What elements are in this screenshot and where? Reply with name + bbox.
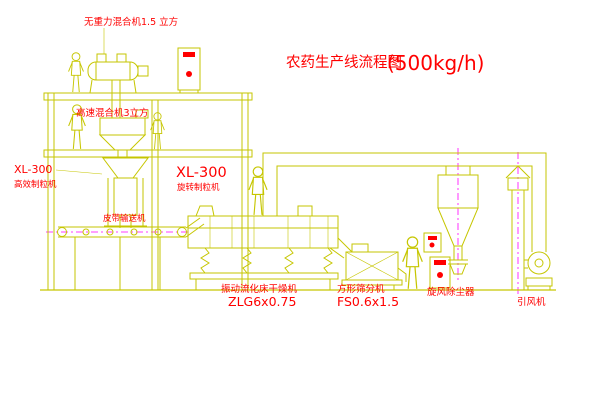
gravity-mixer	[87, 28, 149, 118]
label-granulator-left-model: XL-300	[14, 163, 52, 176]
high-speed-mixer	[98, 109, 149, 158]
cyclone	[437, 174, 479, 275]
operators	[68, 52, 423, 290]
indicator-dot	[429, 242, 435, 248]
panel-label-strip	[428, 236, 437, 240]
label-fan: 引风机	[517, 296, 546, 308]
label-granulator-left-name: 高效制粒机	[14, 179, 57, 190]
building-frame	[40, 92, 556, 291]
granulator	[55, 157, 149, 228]
fluid-bed-dryer	[187, 205, 353, 290]
label-granulator-right-name: 旋转制粒机	[177, 182, 220, 193]
square-sifter	[341, 243, 407, 290]
label-cyclone: 旋风除尘器	[427, 286, 475, 298]
control-panel-1	[177, 47, 201, 93]
indicator-dot	[186, 71, 192, 77]
diagram-title-capacity: (500kg/h)	[387, 51, 484, 75]
control-panel-3	[429, 256, 451, 289]
panel-label-strip	[434, 260, 446, 265]
label-sifter-model: FS0.6x1.5	[337, 294, 399, 309]
leader-line	[55, 169, 103, 175]
induced-draft-fan	[524, 251, 553, 290]
label-dryer-model: ZLG6x0.75	[228, 294, 296, 309]
label-granulator-right-model: XL-300	[176, 165, 227, 181]
label-sifter-name: 方形筛分机	[337, 283, 385, 295]
diagram-title: 农药生产线流程图	[286, 54, 402, 71]
label-dryer-name: 振动流化床干燥机	[221, 283, 298, 295]
operator-figure	[68, 52, 84, 93]
indicator-dot	[437, 272, 443, 278]
control-panel-2	[423, 232, 442, 253]
panel-label-strip	[183, 52, 195, 57]
operator-figure	[248, 166, 268, 216]
labels: 农药生产线流程图 (500kg/h) 无重力混合机1.5 立方 高速混合机3立方…	[14, 16, 546, 309]
exhaust-stack	[505, 165, 531, 290]
label-high-speed-mixer: 高速混合机3立方	[76, 107, 149, 119]
label-gravity-mixer: 无重力混合机1.5 立方	[84, 16, 178, 28]
exhaust-duct	[262, 152, 547, 252]
belt-conveyor	[57, 217, 205, 290]
label-belt-conveyor: 皮带输送机	[103, 213, 146, 224]
